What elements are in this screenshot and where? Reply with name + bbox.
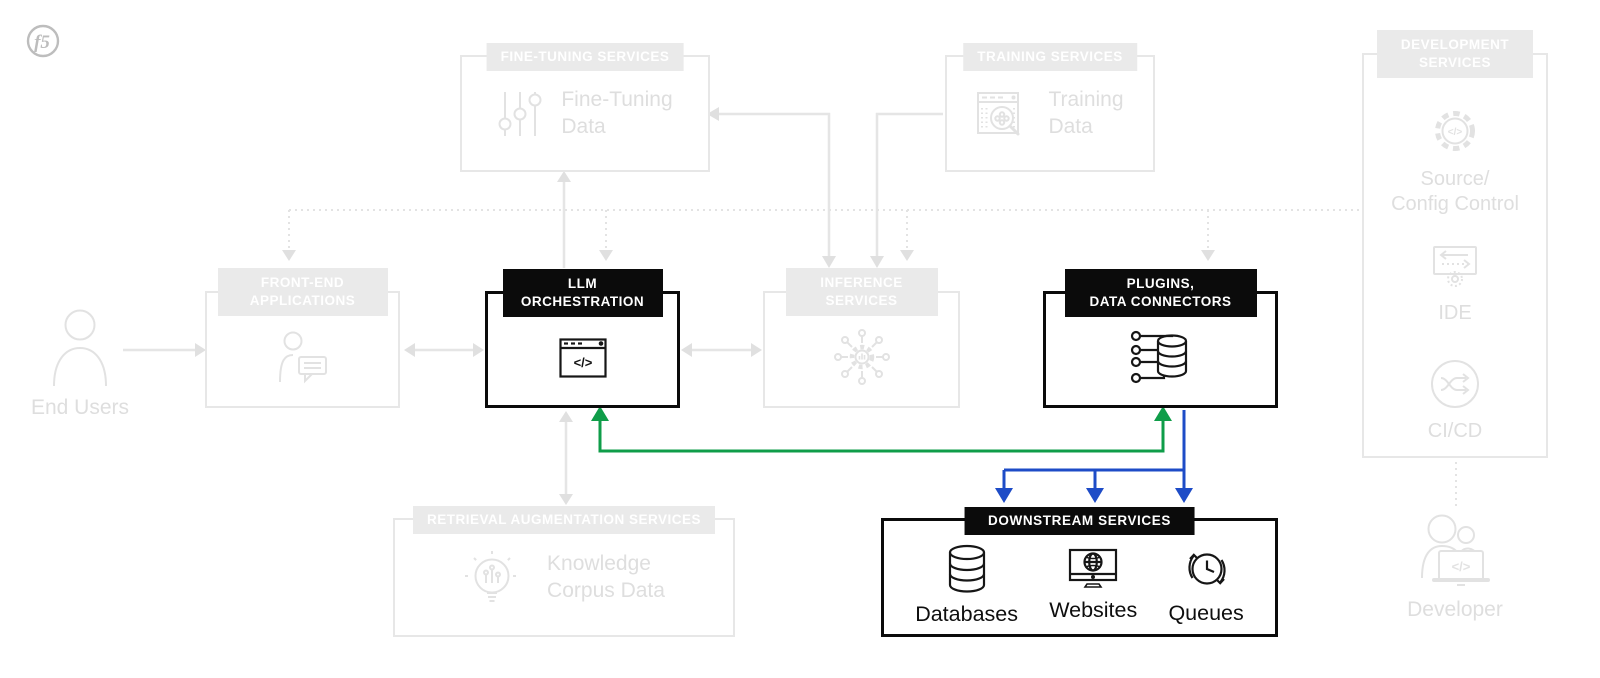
website-monitor-icon bbox=[1069, 548, 1118, 588]
source-config-control-item: </> Source/ Config Control bbox=[1364, 103, 1546, 217]
cicd-cycle-icon bbox=[1431, 360, 1479, 408]
llm-orchestration-box: LLM ORCHESTRATION </> bbox=[485, 269, 680, 408]
svg-text:f5: f5 bbox=[34, 32, 50, 53]
knowledge-corpus-data-label: Knowledge Corpus Data bbox=[547, 551, 665, 602]
retrieval-augmentation-services-box: RETRIEVAL AUGMENTATION SERVICES Knowledg… bbox=[393, 506, 735, 637]
developer-person-icon: </> bbox=[1421, 514, 1490, 586]
training-data-label: Training Data bbox=[1048, 87, 1124, 138]
developer-label: Developer bbox=[1407, 598, 1503, 621]
end-users-figure: End Users bbox=[20, 308, 140, 420]
ai-gear-icon bbox=[833, 328, 890, 385]
gray-arrowheads bbox=[195, 107, 1215, 505]
f5-logo-icon: f5 bbox=[26, 24, 60, 58]
inference-services-box: INFERENCE SERVICES bbox=[763, 268, 960, 408]
gray-dashed-connectors bbox=[288, 209, 1457, 508]
end-users-label: End Users bbox=[30, 396, 130, 419]
queues-label: Queues bbox=[1168, 601, 1244, 625]
development-services-header: DEVELOPMENT SERVICES bbox=[1377, 30, 1533, 78]
llm-orchestration-header: LLM ORCHESTRATION bbox=[502, 269, 663, 317]
user-chat-icon bbox=[278, 331, 327, 383]
svg-text:</>: </> bbox=[573, 355, 592, 370]
plugins-data-connectors-box: PLUGINS, DATA CONNECTORS bbox=[1043, 269, 1278, 408]
database-icon bbox=[948, 544, 985, 593]
ide-item: IDE bbox=[1364, 245, 1546, 326]
ide-label: IDE bbox=[1438, 302, 1472, 324]
green-llm-plugins-arrow bbox=[591, 406, 1172, 453]
sliders-icon bbox=[498, 91, 542, 136]
development-services-box: DEVELOPMENT SERVICES </> Source/ Config … bbox=[1362, 30, 1548, 458]
cicd-item: CI/CD bbox=[1364, 358, 1546, 444]
front-end-applications-header: FRONT-END APPLICATIONS bbox=[217, 268, 388, 316]
downstream-services-header: DOWNSTREAM SERVICES bbox=[964, 507, 1195, 535]
data-connector-icon bbox=[1130, 330, 1187, 383]
websites-label: Websites bbox=[1049, 598, 1138, 622]
front-end-applications-box: FRONT-END APPLICATIONS bbox=[205, 268, 400, 408]
svg-text:</>: </> bbox=[1452, 559, 1471, 574]
code-window-icon: </> bbox=[558, 337, 607, 378]
f5-logo: f5 bbox=[26, 24, 60, 58]
gear-code-icon: </> bbox=[1435, 111, 1475, 151]
websites-item: Websites bbox=[1049, 548, 1137, 623]
svg-text:</>: </> bbox=[1448, 127, 1463, 138]
data-table-magnifier-icon bbox=[977, 91, 1020, 135]
fine-tuning-services-header: FINE-TUNING SERVICES bbox=[486, 43, 684, 71]
plugins-data-connectors-header: PLUGINS, DATA CONNECTORS bbox=[1064, 269, 1257, 317]
ide-monitor-icon bbox=[1433, 246, 1477, 287]
bulb-insights-icon bbox=[465, 550, 520, 602]
source-config-control-label: Source/ Config Control bbox=[1391, 168, 1519, 215]
cicd-label: CI/CD bbox=[1427, 420, 1483, 442]
fine-tuning-data-label: Fine-Tuning Data bbox=[561, 87, 673, 138]
person-icon bbox=[53, 309, 107, 387]
training-services-header: TRAINING SERVICES bbox=[963, 43, 1137, 71]
inference-services-header: INFERENCE SERVICES bbox=[785, 268, 938, 316]
databases-label: Databases bbox=[915, 602, 1018, 626]
fine-tuning-services-box: FINE-TUNING SERVICES Fine-Tuning Data bbox=[460, 43, 710, 172]
training-services-box: TRAINING SERVICES Training Data bbox=[945, 43, 1155, 172]
queue-clock-icon bbox=[1188, 553, 1226, 585]
databases-item: Databases bbox=[915, 544, 1018, 627]
developer-figure: </> Developer bbox=[1390, 514, 1520, 622]
blue-plugins-downstream-arrows bbox=[995, 410, 1193, 503]
downstream-services-box: DOWNSTREAM SERVICES Databases bbox=[881, 507, 1278, 637]
retrieval-augmentation-services-header: RETRIEVAL AUGMENTATION SERVICES bbox=[412, 506, 716, 534]
queues-item: Queues bbox=[1168, 545, 1244, 626]
